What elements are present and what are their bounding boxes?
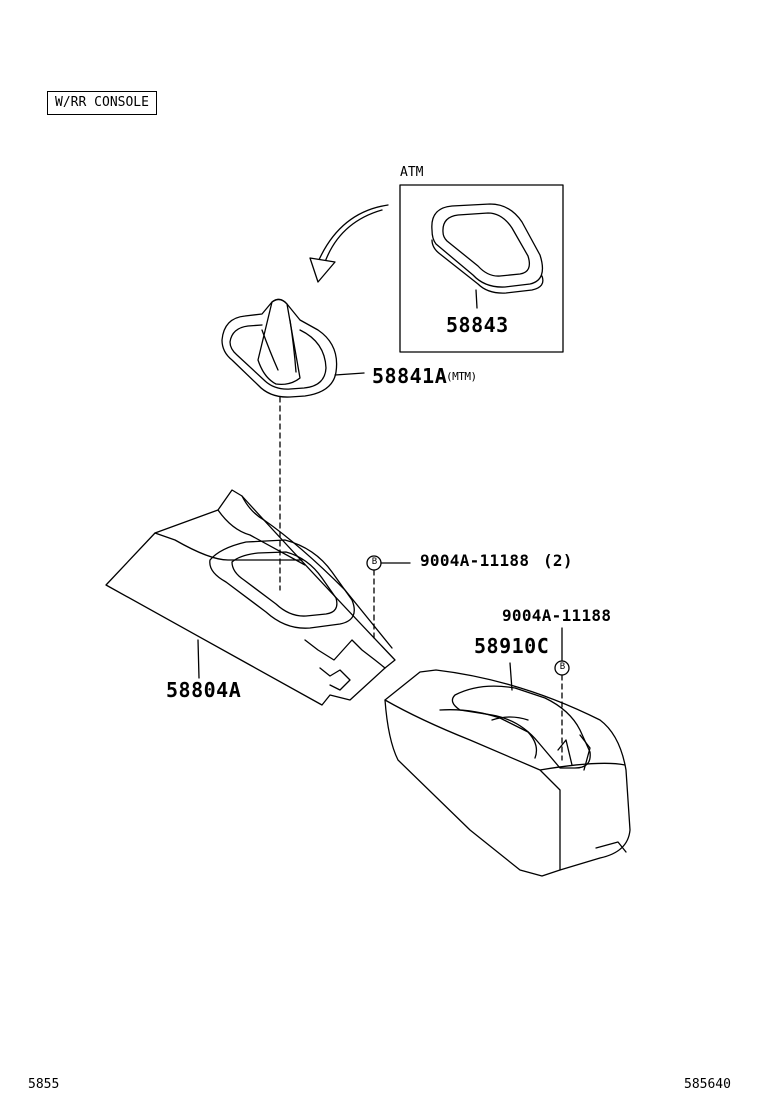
atm-leader-line: [475, 289, 478, 309]
part-suffix-shift-boot: (MTM): [446, 370, 477, 383]
inset-label: ATM: [400, 165, 424, 180]
footer-right-code: 585640: [684, 1077, 731, 1092]
rear-console-tray-inner: [439, 709, 538, 759]
atm-inset: [399, 184, 564, 353]
front-console-clips: [304, 639, 386, 691]
arrow-curve: [317, 204, 389, 263]
rear-console-foot: [595, 841, 627, 853]
fastener-marker-rear-letter: B: [559, 662, 566, 672]
front-console-top-edge: [241, 495, 393, 649]
screw-marker-rear: [554, 627, 570, 761]
boot-leader-line: [334, 372, 365, 376]
part-number-58843: 58843: [446, 313, 509, 337]
rear-console-edges: [384, 699, 626, 871]
rear-console-outline: [384, 669, 631, 877]
front-console-drawing: [105, 489, 396, 706]
front-console-ridge: [154, 509, 306, 566]
part-number-front-console: 58804A: [166, 678, 242, 702]
rear-console-clips: [557, 734, 591, 771]
atm-bezel-lip: [431, 239, 544, 294]
atm-inset-frame: [399, 184, 564, 353]
boot-base-inner: [229, 324, 327, 390]
boot-cone: [257, 298, 301, 386]
shift-boot-drawing: [221, 298, 365, 398]
fastener-marker-front-letter: B: [371, 557, 378, 567]
variant-label-box: W/RR CONSOLE: [47, 91, 157, 115]
part-number-screw-rear: 9004A-11188: [502, 606, 612, 625]
front-console-leader-line: [197, 639, 200, 679]
atm-bezel-inner: [442, 212, 531, 277]
boot-base: [221, 298, 338, 398]
rear-console-leader-line: [509, 662, 513, 691]
part-qty-screw-front: (2): [543, 551, 573, 570]
part-number-rear-console: 58910C: [474, 634, 550, 658]
front-console-shifter-opening: [209, 539, 355, 629]
part-number-screw-front: 9004A-11188: [420, 551, 530, 570]
swap-arrow: [309, 204, 389, 283]
part-number-shift-boot: 58841A: [372, 364, 448, 388]
arrow-curve-inner: [324, 209, 383, 263]
front-console-opening-inner: [231, 551, 338, 617]
screw-marker-front: [366, 555, 411, 641]
footer-left-code: 5855: [28, 1077, 60, 1092]
atm-bezel-outer: [431, 203, 544, 288]
rear-console-drawing: [384, 662, 631, 877]
boot-folds: [261, 319, 297, 373]
arrow-head: [309, 257, 336, 283]
